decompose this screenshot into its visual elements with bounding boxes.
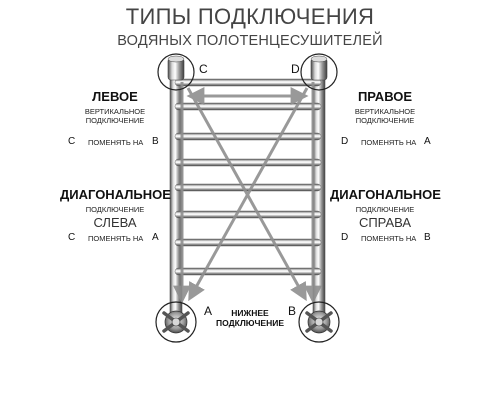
rung [174,183,322,192]
diagonal-left-swap-text: ПОМЕНЯТЬ НА [88,234,144,243]
right-vertical-from: D [341,136,349,147]
rung [174,267,322,276]
connection-arrows [173,82,322,304]
diagonal-right-side: СПРАВА [358,215,412,230]
bottom-connection-label: НИЖНЕЕ ПОДКЛЮЧЕНИЕ [205,308,295,329]
point-a-label: A [204,304,213,318]
page-subtitle: ВОДЯНЫХ ПОЛОТЕНЦЕСУШИТЕЛЕЙ [117,33,383,49]
diagonal-left-title: ДИАГОНАЛЬНОЕ [60,187,171,202]
diagonal-left-to: A [152,232,159,243]
diagonal-right-line1: ПОДКЛЮЧЕНИЕ [355,205,415,214]
right-vertical-title: ПРАВОЕ [357,89,413,104]
arrow-c-to-b [186,87,307,302]
right-vertical-swap-text: ПОМЕНЯТЬ НА [361,138,417,147]
bottom-connection-line1: НИЖНЕЕ [231,308,269,318]
arrow-d-to-a [188,87,309,302]
diagonal-right-to: B [424,232,431,243]
left-vertical-line2: ПОДКЛЮЧЕНИЕ [85,116,145,125]
diagonal-left-line1: ПОДКЛЮЧЕНИЕ [85,205,145,214]
point-b-label: B [288,304,297,318]
top-right-fitting [300,53,338,91]
rungs [174,78,322,276]
rung [174,132,322,141]
left-vertical-from: C [68,136,76,147]
right-vertical-line2: ПОДКЛЮЧЕНИЕ [355,116,415,125]
point-c-label: C [199,62,208,76]
right-vertical-line1: ВЕРТИКАЛЬНОЕ [354,107,416,116]
rung [174,78,322,87]
left-vertical-line1: ВЕРТИКАЛЬНОЕ [84,107,146,116]
bottom-connection-line2: ПОДКЛЮЧЕНИЕ [215,317,285,328]
diagonal-right-swap-text: ПОМЕНЯТЬ НА [361,234,417,243]
rung [174,210,322,219]
diagonal-left-side: СЛЕВА [93,215,137,230]
diagonal-right-title: ДИАГОНАЛЬНОЕ [330,187,441,202]
left-vertical-to: B [152,136,159,147]
top-left-fitting [157,53,195,91]
right-vertical-to: A [424,136,431,147]
rung [174,238,322,247]
page-title: ТИПЫ ПОДКЛЮЧЕНИЯ [125,4,375,29]
rung [174,158,322,167]
point-d-label: D [291,62,300,76]
left-vertical-swap-text: ПОМЕНЯТЬ НА [88,138,144,147]
diagonal-right-from: D [341,232,349,243]
diagonal-left-from: C [68,232,76,243]
bottom-left-valve [155,301,197,343]
bottom-right-valve [298,301,340,343]
left-vertical-title: ЛЕВОЕ [92,89,138,104]
